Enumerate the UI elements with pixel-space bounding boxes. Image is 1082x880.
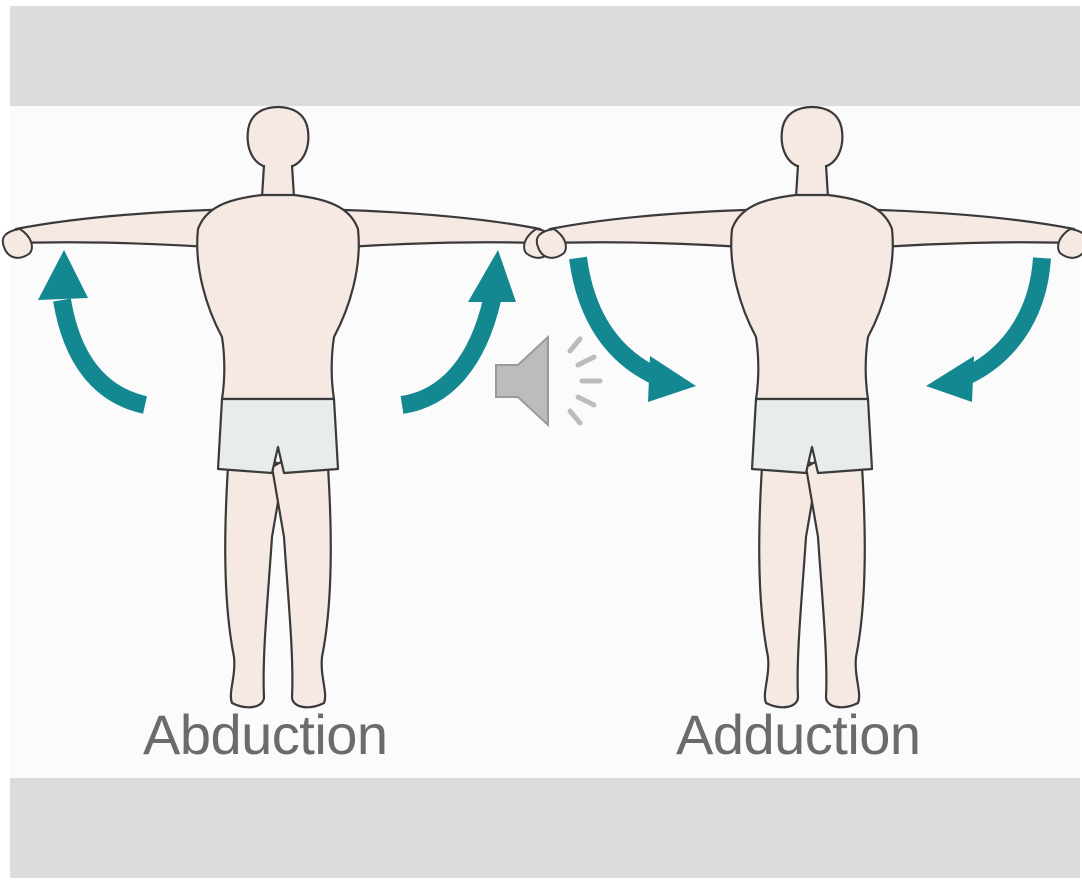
speaker-icon[interactable] bbox=[490, 325, 610, 437]
abduction-caption: Abduction bbox=[143, 702, 388, 767]
adduction-caption: Adduction bbox=[676, 702, 921, 767]
